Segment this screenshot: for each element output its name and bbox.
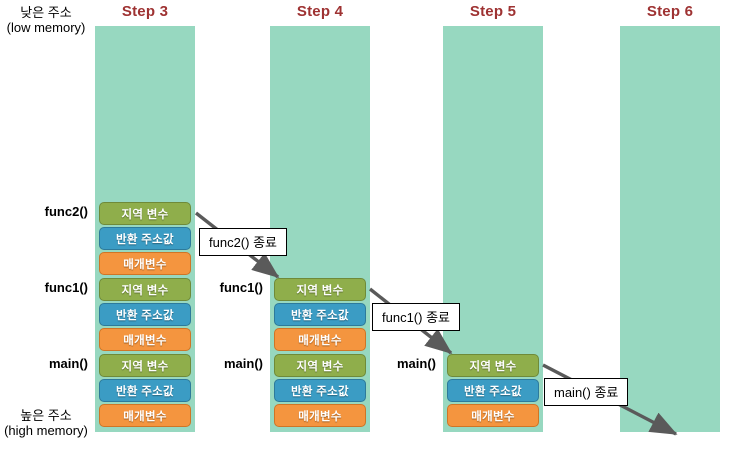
callout-main-exit: main() 종료 xyxy=(544,378,629,406)
step-title-6: Step 6 xyxy=(646,3,694,20)
stack-block-param: 매개변수 xyxy=(99,328,191,351)
high-memory-label-ko: 높은 주소 xyxy=(20,408,72,423)
frame-label-step3-func2: func2() xyxy=(44,204,88,219)
callout-func1-exit: func1() 종료 xyxy=(372,303,460,331)
stack-block-return: 반환 주소값 xyxy=(99,379,191,402)
low-memory-label-en: (low memory) xyxy=(6,19,86,35)
stack-block-local: 지역 변수 xyxy=(274,354,366,377)
high-memory-label: 높은 주소 (high memory) xyxy=(0,408,92,439)
frame-label-step4-func1: func1() xyxy=(219,280,263,295)
step-title-4: Step 4 xyxy=(296,3,344,20)
stack-block-local: 지역 변수 xyxy=(274,278,366,301)
stack-block-local: 지역 변수 xyxy=(99,354,191,377)
stack-block-local: 지역 변수 xyxy=(447,354,539,377)
stack-block-local: 지역 변수 xyxy=(99,202,191,225)
stack-block-param: 매개변수 xyxy=(447,404,539,427)
memory-column-step-6 xyxy=(620,26,720,432)
stack-block-param: 매개변수 xyxy=(99,252,191,275)
stack-block-local: 지역 변수 xyxy=(99,278,191,301)
stack-block-return: 반환 주소값 xyxy=(447,379,539,402)
stack-block-return: 반환 주소값 xyxy=(99,303,191,326)
frame-label-step3-func1: func1() xyxy=(44,280,88,295)
stack-block-return: 반환 주소값 xyxy=(99,227,191,250)
stack-block-param: 매개변수 xyxy=(99,404,191,427)
high-memory-label-en: (high memory) xyxy=(4,422,88,438)
stack-block-return: 반환 주소값 xyxy=(274,379,366,402)
low-memory-label-ko: 낮은 주소 xyxy=(20,5,72,20)
stack-block-param: 매개변수 xyxy=(274,328,366,351)
low-memory-label: 낮은 주소 (low memory) xyxy=(0,5,92,36)
frame-label-step5-main: main() xyxy=(397,356,436,371)
frame-label-step4-main: main() xyxy=(224,356,263,371)
callout-func2-exit: func2() 종료 xyxy=(199,228,287,256)
frame-label-step3-main: main() xyxy=(49,356,88,371)
stack-block-param: 매개변수 xyxy=(274,404,366,427)
stack-block-return: 반환 주소값 xyxy=(274,303,366,326)
step-title-3: Step 3 xyxy=(121,3,169,20)
step-title-5: Step 5 xyxy=(469,3,517,20)
